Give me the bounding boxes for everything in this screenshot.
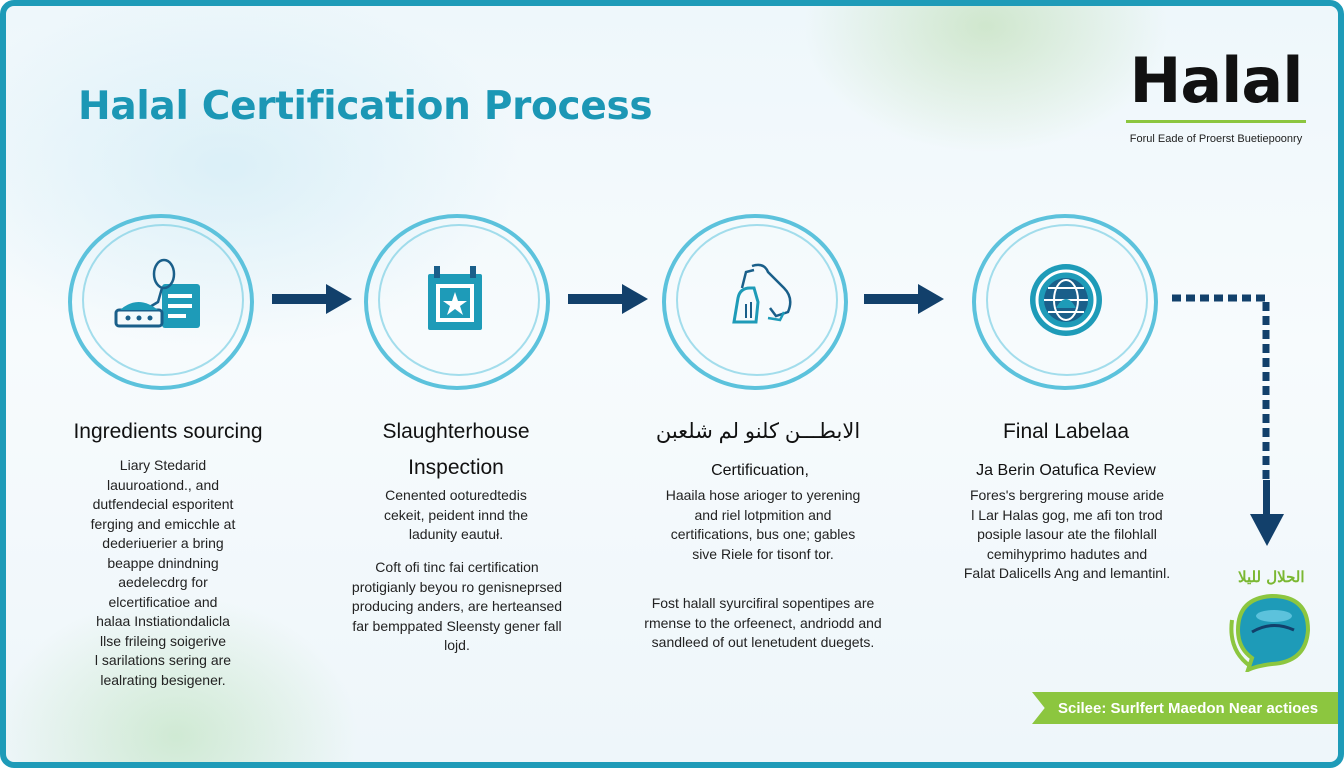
- step-4-circle: [972, 214, 1158, 390]
- step-2-description: Cenented ooturedtedis cekeit, peident in…: [384, 487, 528, 542]
- source-banner: Scilee: Surlfert Maedon Near actioes: [1032, 692, 1338, 724]
- certification-hands-icon: [732, 263, 792, 324]
- step-4-description: Fores's bergrering mouse aride l Lar Hal…: [963, 487, 1171, 581]
- step-4-title: Final Labelaa: [1002, 420, 1130, 443]
- inspection-badge-icon: [428, 266, 482, 330]
- step-3-subtitle: Certificuation,: [711, 462, 809, 479]
- step-1-circle: [68, 214, 254, 390]
- ingredients-icon: [114, 258, 200, 328]
- step-3-circle: [662, 214, 848, 390]
- halal-brand-logo: Halal Forul Eade of Proerst Buetiepoonry: [1118, 50, 1314, 145]
- flow-arrow-3: [864, 284, 944, 314]
- halal-badge-label: الحلال لليلا: [1238, 568, 1305, 586]
- step-4-subtitle: Ja Berin Oatufica Review: [976, 462, 1156, 479]
- step-1-title: Ingredients sourcing: [73, 420, 263, 443]
- halal-leaf-badge-icon: [1229, 593, 1311, 672]
- step-2-title: Slaughterhouse: [382, 420, 530, 443]
- step-2-subtitle: Inspection: [408, 456, 504, 479]
- step-3-description-2: Fost halall syurcifiral sopentipes are r…: [644, 595, 882, 650]
- step-3-title: الابطـــن كلنو لم شلعبن: [655, 420, 861, 443]
- step-2-circle: [364, 214, 550, 390]
- brand-wordmark: Halal: [1129, 44, 1303, 117]
- page-title: Halal Certification Process: [78, 84, 653, 129]
- flow-arrow-1: [272, 284, 352, 314]
- brand-underline: [1126, 120, 1306, 123]
- dashed-connector-arrow: [1172, 294, 1284, 546]
- step-3-description: Haaila hose arioger to yerening and riel…: [665, 487, 861, 562]
- halal-seal-icon: [1030, 264, 1102, 336]
- brand-tagline: Forul Eade of Proerst Buetiepoonry: [1129, 133, 1303, 145]
- flow-arrow-2: [568, 284, 648, 314]
- step-1-description: Liary Stedarid lauuroationd., and dutfen…: [90, 457, 236, 688]
- step-2-description-2: Coft ofi tinc fai certification protigia…: [351, 559, 563, 653]
